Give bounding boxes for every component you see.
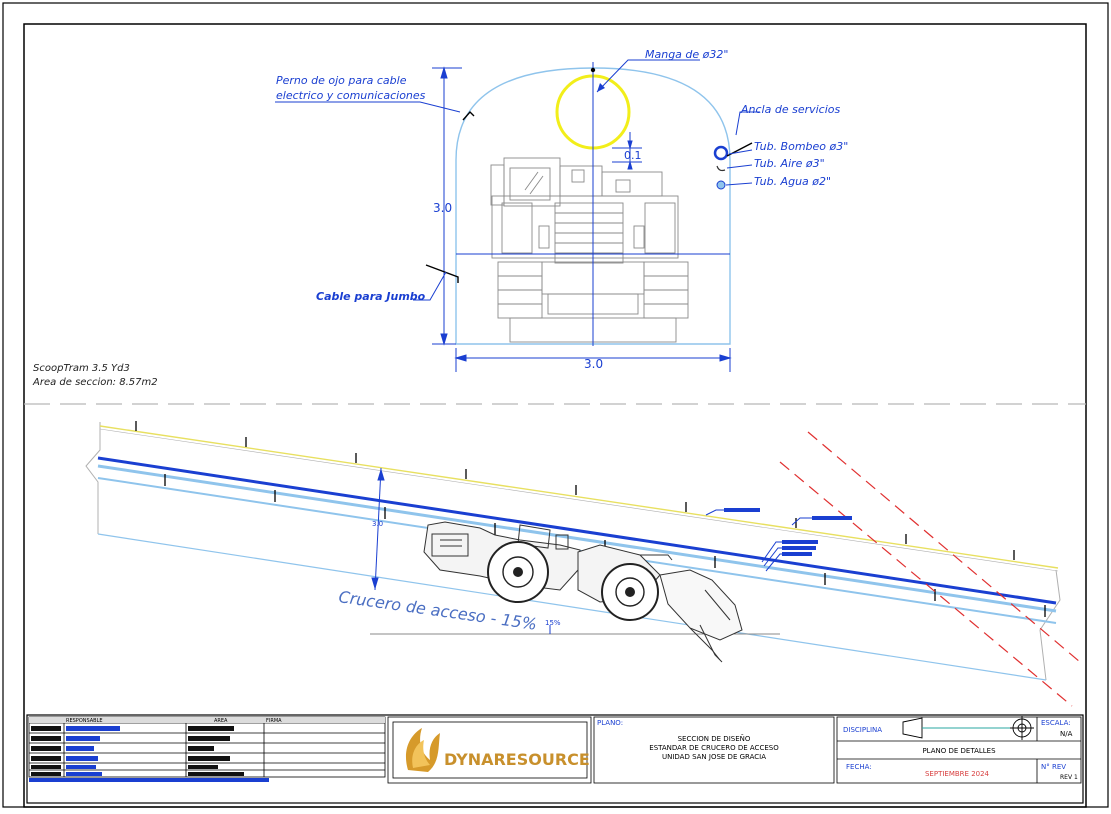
manga-leader [596, 59, 700, 93]
plano-label: PLANO: [597, 719, 623, 727]
perno-label-line2: electrico y comunicaciones [276, 89, 426, 102]
red-dashed-line-2 [779, 461, 1073, 707]
area-header: AREA [214, 718, 228, 724]
area-note: Area de seccion: 8.57m2 [32, 377, 158, 388]
roof-line [99, 428, 1059, 572]
tub-aire-label: Tub. Aire ø3" [754, 157, 825, 170]
equipment-note: ScoopTram 3.5 Yd3 [33, 363, 130, 374]
perno-leader [275, 101, 461, 113]
disciplina-label: DISCIPLINA [843, 726, 882, 734]
right-block-grid [836, 716, 1082, 784]
right-break-line [1039, 569, 1061, 681]
firma-header: FIRMA [266, 718, 282, 724]
left-break-line [85, 422, 101, 534]
roof-bolts [135, 421, 1046, 617]
inner-border [23, 23, 1087, 808]
rev-label: N° REV [1041, 763, 1066, 771]
cable-jumbo-leader [413, 271, 447, 301]
blue-service-line [97, 456, 1057, 605]
plano-line3: UNIDAD SAN JOSE DE GRACIA [662, 753, 766, 761]
title-block: RESPONSABLE AREA FIRMA [26, 714, 1084, 804]
height-dimension [432, 66, 462, 346]
profile-view: 3.0 15% [85, 421, 1081, 707]
ancla-label: Ancla de servicios [740, 103, 841, 116]
offset-dimension [612, 132, 642, 170]
red-dashed-line-1 [807, 431, 1081, 663]
floor-line [97, 533, 1047, 681]
perno-label-line1: Perno de ojo para cable [276, 74, 407, 87]
profile-service-marks [724, 508, 852, 556]
rev-value: REV 1 [1060, 774, 1078, 781]
slope-label: 15% [545, 619, 561, 627]
width-dim-label: 3.0 [584, 357, 603, 371]
scooptram-wheels [487, 541, 659, 621]
tub-agua-label: Tub. Agua ø2" [754, 175, 831, 188]
plano-detalles: PLANO DE DETALLES [922, 747, 996, 755]
section-view: 3.0 3.0 0.1 Manga de ø32" Perno de ojo p… [32, 48, 848, 388]
blue-bar [29, 778, 269, 782]
scooptram-front-view [490, 157, 689, 343]
bombeo-pipe [713, 145, 729, 161]
escala-label: ESCALA: [1041, 719, 1071, 727]
redacted-names [31, 726, 244, 776]
fecha-value: SEPTIEMBRE 2024 [925, 770, 990, 778]
cable-jumbo-hook [425, 264, 459, 283]
projection-symbol [902, 716, 1034, 740]
logo-text: DYNARESOURCE [444, 750, 590, 769]
width-dimension [454, 348, 732, 372]
perno-eye-bolt [462, 110, 475, 121]
plano-box [593, 716, 835, 784]
pipe-line-1 [97, 464, 1057, 613]
profile-height-dimension [371, 467, 385, 591]
plano-line2: ESTANDAR DE CRUCERO DE ACCESO [649, 744, 779, 752]
agua-pipe [716, 180, 726, 190]
height-dim-label: 3.0 [433, 201, 452, 215]
offset-dim-label: 0.1 [624, 149, 642, 162]
manga-label: Manga de ø32" [645, 48, 728, 61]
cable-jumbo-label: Cable para Jumbo [316, 290, 426, 303]
aire-pipe [716, 165, 726, 172]
plano-line1: SECCION DE DISEÑO [678, 734, 751, 743]
profile-height-label: 3.0 [372, 520, 383, 528]
responsable-header: RESPONSABLE [66, 718, 103, 724]
fecha-label: FECHA: [846, 763, 872, 771]
ancla-leader [735, 111, 760, 136]
tub-bombeo-label: Tub. Bombeo ø3" [754, 140, 848, 153]
manga-hook [590, 67, 596, 73]
roof-yellow-line [99, 425, 1059, 569]
dynaresource-logo: DYNARESOURCE [405, 728, 590, 772]
logo-frame [392, 721, 588, 779]
escala-value: N/A [1060, 730, 1073, 738]
